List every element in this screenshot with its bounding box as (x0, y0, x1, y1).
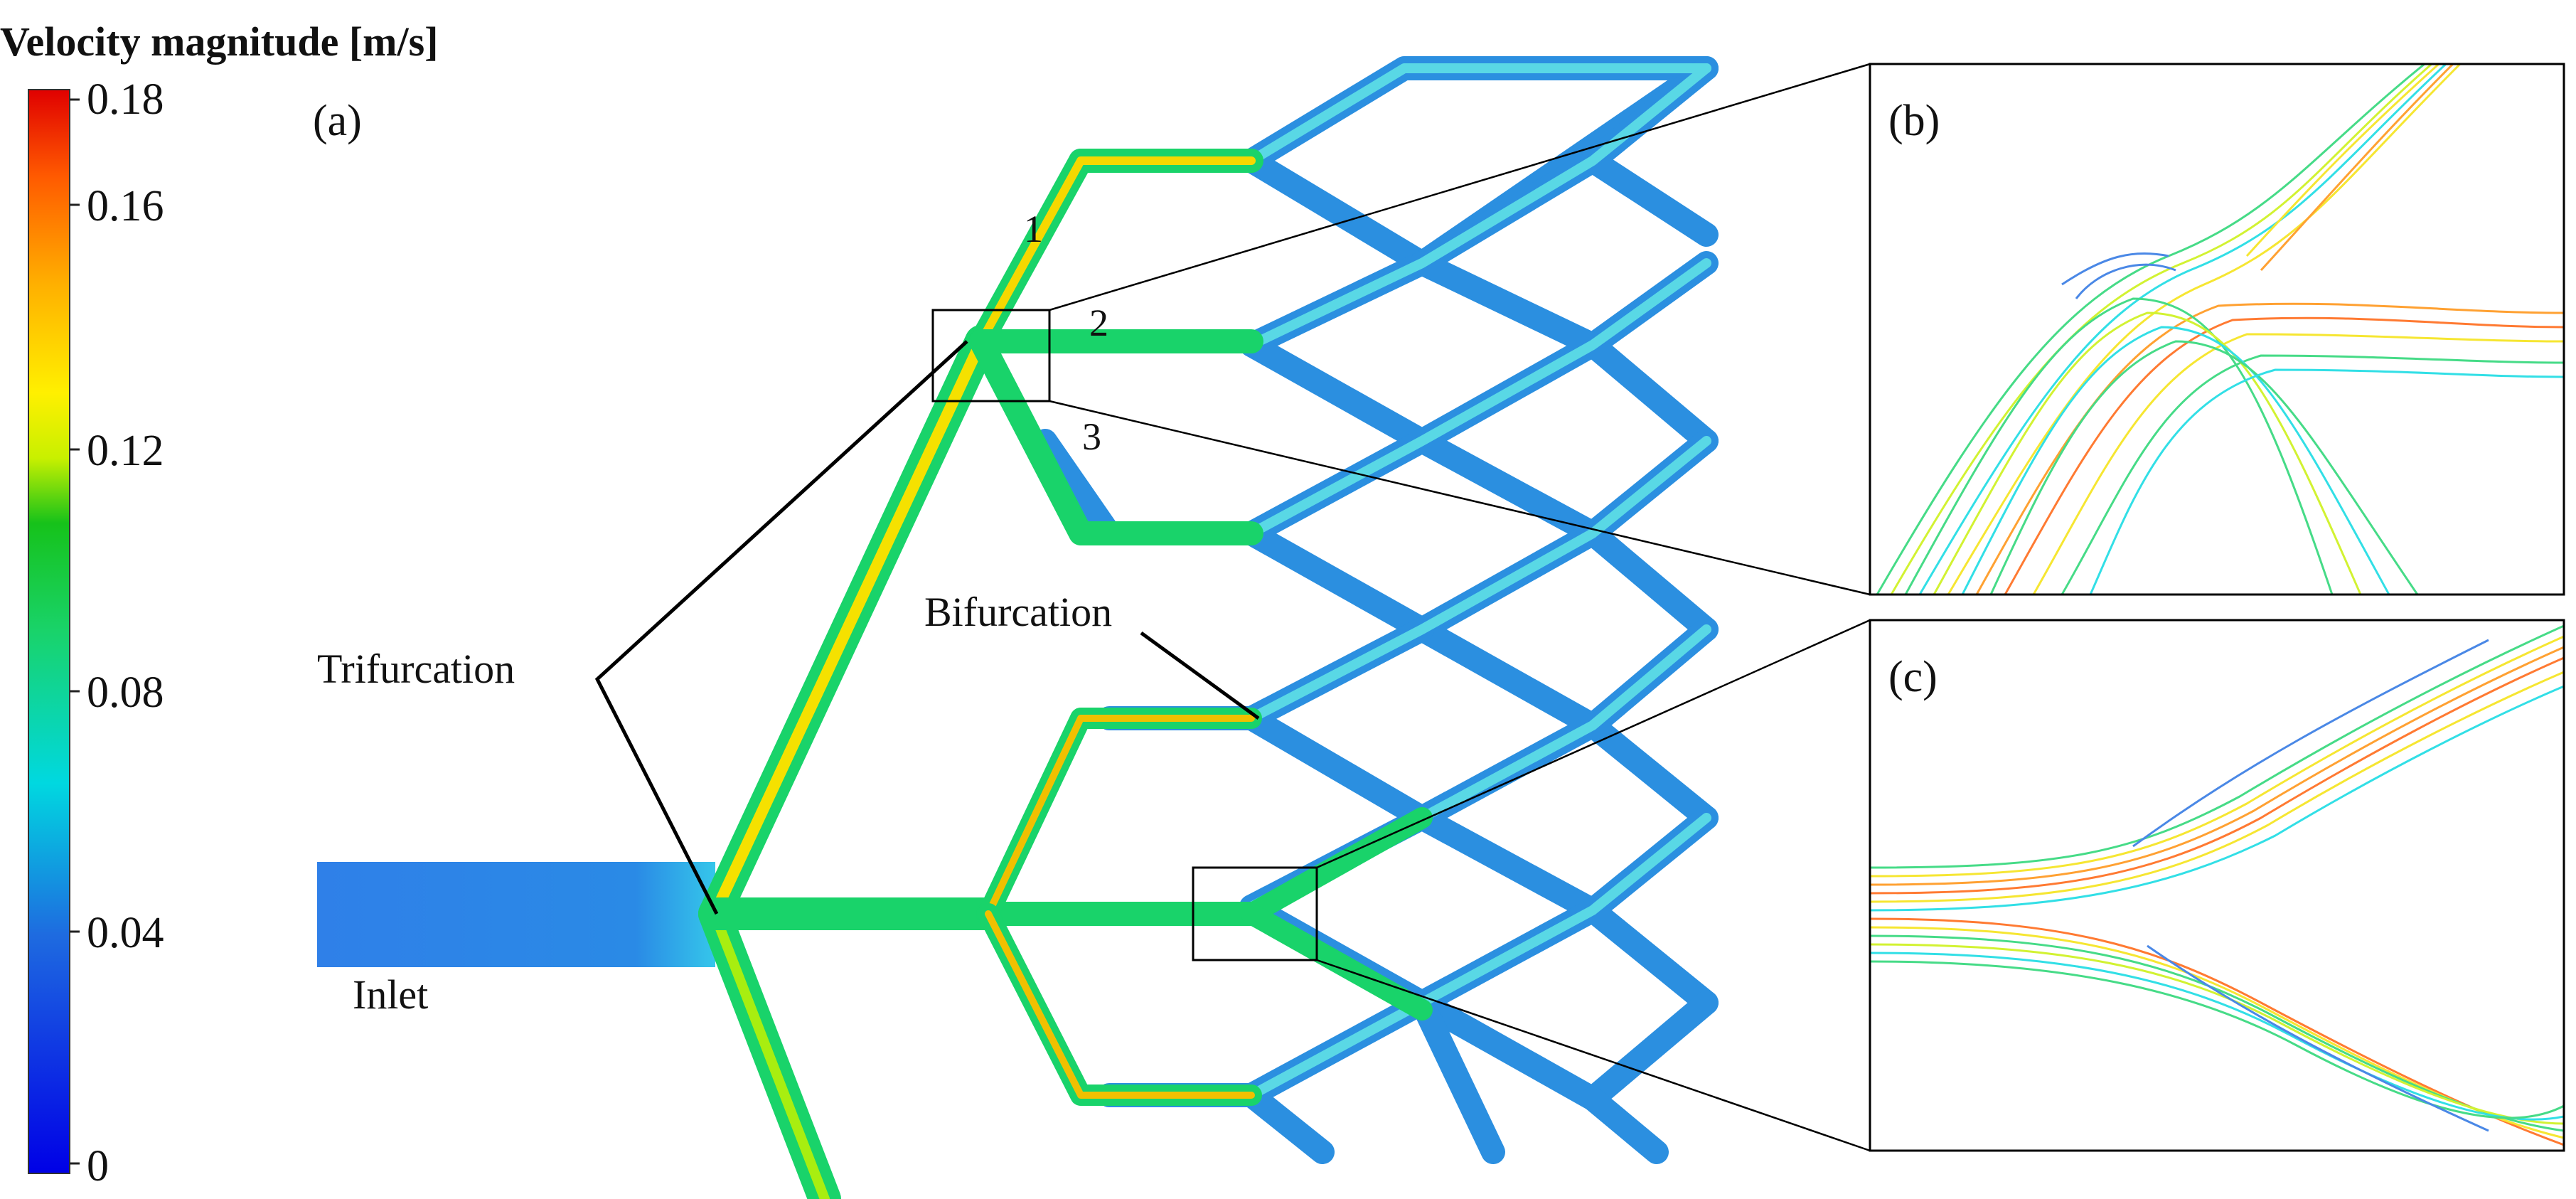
label-inlet: Inlet (353, 971, 428, 1018)
colorbar-title: Velocity magnitude [m/s] (0, 18, 438, 65)
colorbar-tick-label: 0.04 (87, 909, 164, 957)
annotation-lines (594, 340, 1260, 915)
streamlines-b (1876, 64, 2564, 595)
colorbar-tick-2: 0.12 (70, 427, 164, 475)
colorbar-tick-label: 0 (87, 1142, 109, 1190)
colorbar-tick-1: 0.16 (70, 182, 164, 230)
zoom-connectors (1049, 63, 1871, 1152)
label-trifurcation: Trifurcation (317, 646, 515, 692)
colorbar-tick-label: 0.18 (87, 75, 164, 124)
label-branch-3: 3 (1082, 415, 1101, 458)
colorbar-tick-label: 0.16 (87, 182, 164, 230)
panel-a: (a) (313, 56, 1871, 1199)
zoom-box-trifurcation (931, 309, 1051, 403)
streamlines-c (1870, 624, 2564, 1146)
lattice-network (698, 56, 1719, 1199)
panel-b-frame (1869, 63, 2565, 596)
inlet-channel (317, 862, 715, 967)
label-bifurcation: Bifurcation (924, 589, 1112, 635)
label-branch-2: 2 (1089, 302, 1108, 344)
panel-b: (b) (1869, 63, 2565, 596)
colorbar-tick-4: 0.04 (70, 909, 164, 957)
zoom-box-bifurcation (1192, 866, 1318, 961)
panel-c: (c) (1869, 619, 2565, 1152)
panel-c-frame (1869, 619, 2565, 1152)
colorbar-tick-5: 0 (70, 1142, 109, 1190)
panel-a-label: (a) (313, 97, 362, 145)
colorbar-tick-label: 0.12 (87, 427, 164, 475)
panel-b-label: (b) (1888, 97, 1940, 145)
colorbar-tick-0: 0.18 (70, 75, 164, 124)
panel-c-label: (c) (1888, 653, 1938, 701)
label-branch-1: 1 (1024, 208, 1043, 250)
colorbar-tick-label: 0.08 (87, 668, 164, 717)
colorbar: Velocity magnitude [m/s] 0.18 0.16 0.12 … (0, 18, 438, 1190)
colorbar-gradient (28, 89, 70, 1174)
colorbar-tick-3: 0.08 (70, 668, 164, 717)
